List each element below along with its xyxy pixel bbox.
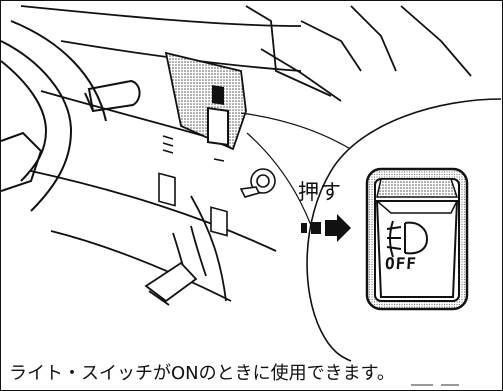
caption-text: ライト・スイッチがONのときに使用できます。	[9, 363, 395, 384]
push-label: 押す	[298, 180, 342, 204]
dashboard-controls	[158, 135, 276, 237]
fog-light-icon	[386, 220, 429, 258]
small-code-mark	[411, 384, 459, 386]
switch-off-label: OFF	[384, 254, 418, 273]
push-arrow-icon	[301, 214, 351, 242]
fog-light-switch[interactable]	[365, 167, 469, 311]
steering-wheel	[1, 20, 107, 212]
switch-panel	[164, 51, 247, 151]
dashboard	[20, 5, 472, 302]
turn-signal-stalk	[84, 79, 141, 113]
pedal	[144, 225, 207, 306]
